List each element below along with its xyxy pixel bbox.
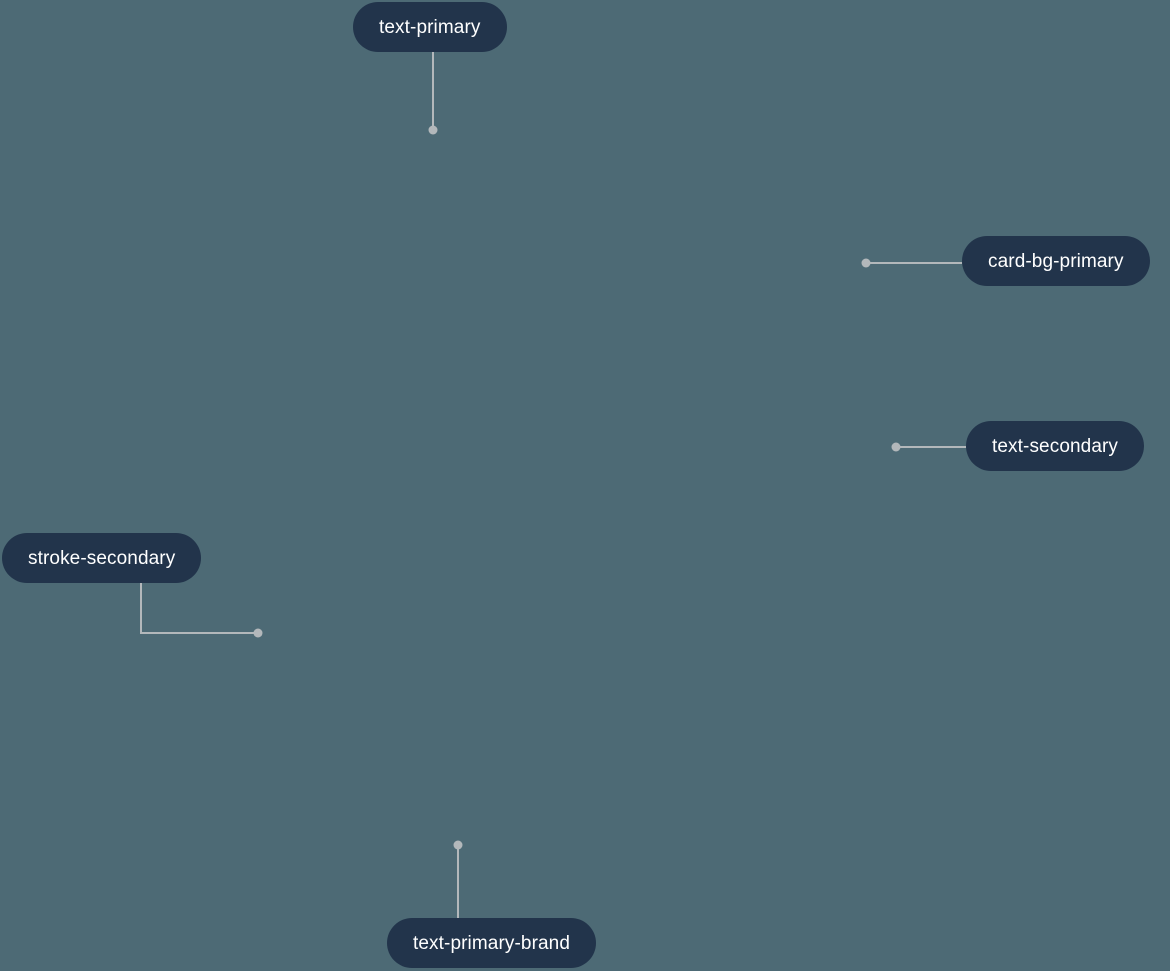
callout-label: text-primary-brand <box>413 932 571 954</box>
connector-endpoint-dot <box>891 442 901 452</box>
connector-endpoint-dot <box>861 258 871 268</box>
connector-text-secondary <box>891 442 966 452</box>
callout-label: text-primary <box>379 16 481 38</box>
connector-card-bg-primary <box>861 258 962 268</box>
callout-label: card-bg-primary <box>988 250 1124 272</box>
callout-pill-text-primary-brand[interactable]: text-primary-brand <box>387 918 597 968</box>
callout-pill-stroke-secondary[interactable]: stroke-secondary <box>2 533 202 583</box>
connector-endpoint-dot <box>428 125 438 135</box>
callout-pill-card-bg-primary[interactable]: card-bg-primary <box>962 236 1150 286</box>
connector-stroke-secondary <box>140 575 263 638</box>
connector-text-primary-brand <box>453 840 463 930</box>
callout-pill-text-secondary[interactable]: text-secondary <box>966 421 1145 471</box>
connector-endpoint-dot <box>253 628 263 638</box>
connector-line <box>140 575 258 634</box>
connector-text-primary <box>428 40 438 135</box>
connector-endpoint-dot <box>453 840 463 850</box>
callout-label: stroke-secondary <box>28 547 176 569</box>
callout-pill-text-primary[interactable]: text-primary <box>353 2 507 52</box>
callout-label: text-secondary <box>992 435 1119 457</box>
